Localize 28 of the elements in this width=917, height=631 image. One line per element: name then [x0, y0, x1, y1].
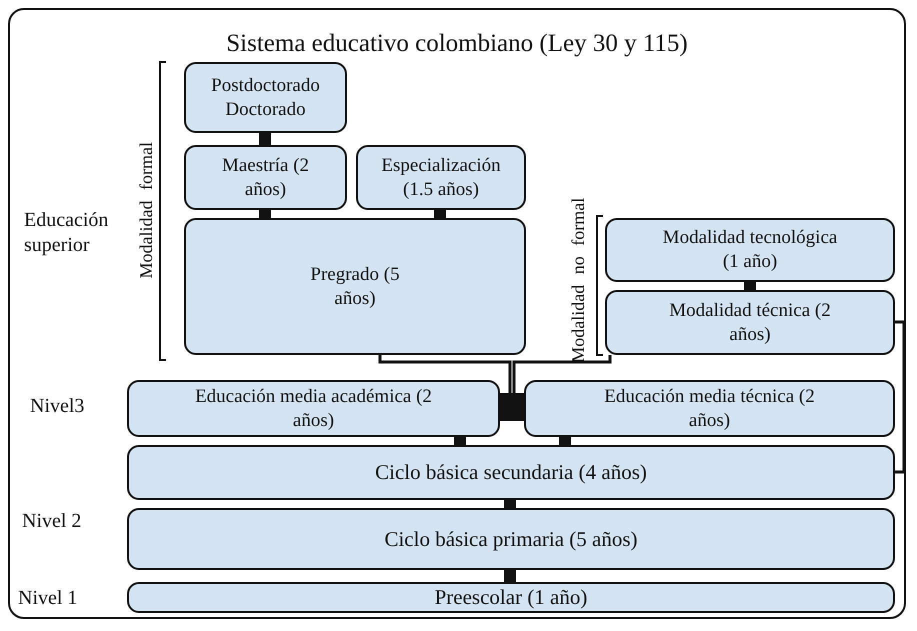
connector [259, 210, 271, 218]
level-box: Modalidad tecnológica (1 año) [605, 218, 895, 282]
side-label: Nivel 2 [22, 509, 82, 534]
frame-box [8, 8, 906, 619]
connector [259, 133, 271, 145]
connector [504, 500, 516, 508]
level-box: Educación media académica (2 años) [127, 380, 500, 437]
level-box: Especialización (1.5 años) [356, 145, 526, 210]
vertical-label: Modalidad no formal [566, 197, 589, 362]
connector [744, 282, 756, 290]
connector [454, 437, 466, 445]
vertical-label: Modalidad formal [134, 142, 157, 278]
level-box: Postdoctorado Doctorado [184, 62, 347, 133]
level-box: Pregrado (5 años) [184, 218, 526, 355]
level-box: Educación media técnica (2 años) [524, 380, 895, 437]
side-label: Nivel3 [30, 394, 84, 419]
connector [895, 320, 906, 474]
level-box: Ciclo básica primaria (5 años) [127, 508, 895, 570]
side-label: Educación superior [24, 208, 110, 258]
level-box: Preescolar (1 año) [127, 582, 895, 613]
level-box: Ciclo básica secundaria (4 años) [127, 445, 895, 500]
level-box: Maestría (2 años) [184, 145, 347, 210]
connector [434, 210, 446, 218]
side-label: Nivel 1 [18, 586, 78, 611]
level-box: Modalidad técnica (2 años) [605, 290, 895, 355]
connector [559, 437, 571, 445]
connector [504, 570, 516, 582]
frame-heading: Sistema educativo colombiano (Ley 30 y 115) [225, 30, 689, 58]
